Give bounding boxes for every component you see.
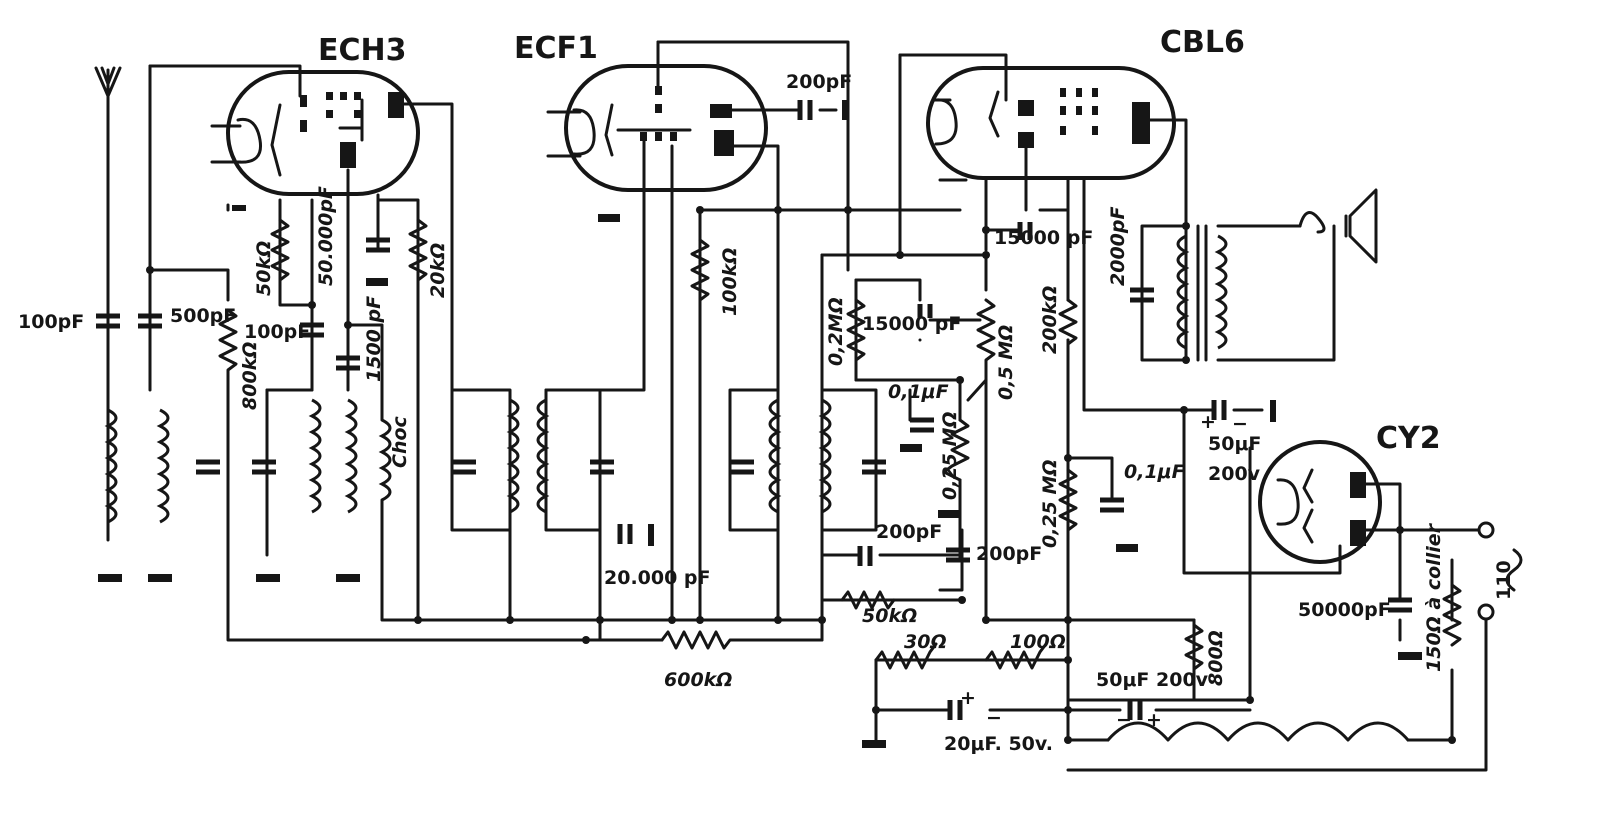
mains-terminals <box>1477 521 1523 621</box>
label-r-800: 800Ω <box>1205 630 1227 686</box>
tube-cy2: CY2 <box>1258 421 1441 564</box>
label-c-15000a: 15000 pF <box>862 313 961 335</box>
label-minus1: − <box>986 707 1002 729</box>
capacitors <box>96 100 1412 720</box>
label-r-600k: 600kΩ <box>664 669 732 691</box>
tube-ecf1-label: ECF1 <box>514 31 598 66</box>
grounds <box>98 100 1422 748</box>
label-c-20000: 20.000 pF <box>604 567 711 589</box>
wiring <box>106 40 1488 772</box>
label-c-0-1b: 0,1μF <box>1124 461 1185 483</box>
label-plus3: + <box>1200 411 1216 433</box>
label-minus3: − <box>1232 413 1248 435</box>
junction-dots <box>146 206 1456 744</box>
label-c-2000: 2000pF <box>1107 207 1129 286</box>
label-r-0-2M: 0,2MΩ <box>825 297 847 366</box>
label-c-100: 100pF <box>244 321 310 343</box>
resistors <box>218 218 1462 682</box>
label-r-20k: 20kΩ <box>427 243 449 298</box>
tube-ecf1: ECF1 <box>514 31 768 192</box>
label-r-0-25Ma: 0,25 MΩ <box>939 411 961 500</box>
tube-cbl6-label: CBL6 <box>1160 25 1245 60</box>
label-c-200-top: 200pF <box>786 71 852 93</box>
label-c-500: 500pF <box>170 305 236 327</box>
coils <box>104 224 1228 524</box>
label-r-800k: 800kΩ <box>239 342 261 410</box>
label-r-0-25Mb: 0,25 MΩ <box>1039 459 1061 548</box>
tube-cbl6: CBL6 <box>926 25 1245 180</box>
label-c-20uF: 20μF. 50v. <box>944 733 1053 755</box>
label-minus2: − <box>1116 709 1132 731</box>
label-r-150: 150Ω à collier <box>1423 522 1445 672</box>
label-plus2: + <box>1146 709 1162 731</box>
tube-cy2-label: CY2 <box>1376 421 1441 456</box>
label-r-30: 30Ω <box>904 631 947 653</box>
label-c-200-low: 200pF <box>976 543 1042 565</box>
label-c-50000: 50.000pF <box>315 186 337 286</box>
label-c-ant: 100pF <box>18 311 84 333</box>
label-c-50000b: 50000pF <box>1298 599 1391 621</box>
label-c-15000b: 15000 pF <box>994 227 1093 249</box>
tube-ech3: ECH3 <box>210 33 420 196</box>
label-c-200-mid: 200pF <box>876 521 942 543</box>
label-choc: Choc <box>389 415 411 468</box>
label-plus1: + <box>960 687 976 709</box>
label-v-200: 200v <box>1208 463 1261 485</box>
label-r-0-5M: 0,5 MΩ <box>995 325 1017 400</box>
label-r-100k: 100kΩ <box>719 248 741 316</box>
label-r-50k: 50kΩ <box>253 241 275 296</box>
tube-ech3-label: ECH3 <box>318 33 407 68</box>
label-c-0-1a: 0,1μF <box>888 381 949 403</box>
label-r-50k-low: 50kΩ <box>862 605 917 627</box>
label-mains: 110 <box>1493 560 1515 600</box>
label-c-50uF-a: 50μF 200v <box>1096 669 1209 691</box>
label-c-50uF-b: 50μF <box>1208 433 1261 455</box>
component-labels: 100pF 500pF 100pF 50.000pF 1500 pF 50kΩ … <box>18 71 1515 755</box>
label-r-100: 100Ω <box>1010 631 1066 653</box>
label-c-1500: 1500 pF <box>363 296 385 382</box>
label-r-200k: 200kΩ <box>1039 286 1061 354</box>
